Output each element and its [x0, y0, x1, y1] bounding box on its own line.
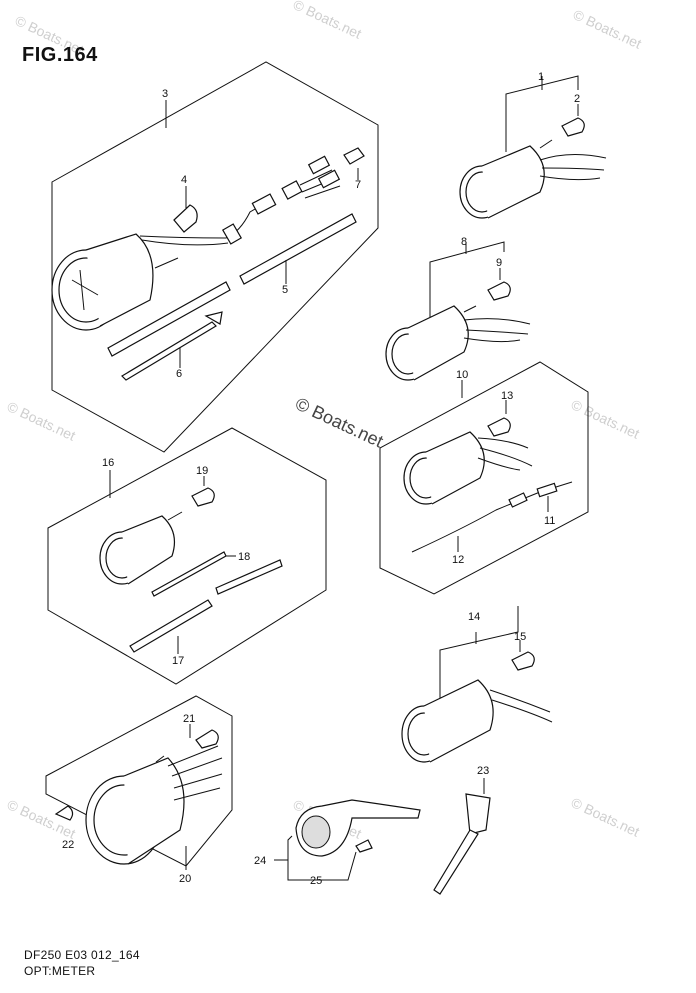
cable-tie-18 — [151, 551, 227, 597]
callout-5: 5 — [282, 284, 288, 296]
kit-10-meter: 10 13 11 12 — [379, 361, 589, 595]
tube-17b — [129, 599, 213, 653]
callout-22: 22 — [62, 839, 74, 851]
figure-title: FIG.164 — [22, 44, 98, 66]
bulb-13 — [487, 417, 511, 437]
clamp-arm — [433, 829, 479, 895]
callout-17: 17 — [172, 655, 184, 667]
bulb-9 — [487, 281, 511, 301]
callout-11: 11 — [544, 515, 555, 527]
callout-18: 18 — [238, 551, 250, 563]
bulb-21 — [195, 729, 219, 749]
callout-1: 1 — [538, 71, 544, 83]
callout-8: 8 — [461, 236, 467, 248]
kit-20-outline — [45, 695, 233, 867]
callout-6: 6 — [176, 368, 182, 380]
clamp-23: 23 — [433, 765, 491, 895]
gauge-housing-3 — [85, 233, 154, 327]
tube-17a — [215, 559, 283, 595]
callout-15: 15 — [514, 631, 526, 643]
kit-16-outline — [47, 427, 327, 685]
watermark-center: © Boats.net — [292, 393, 386, 451]
kit-20-meter: 21 22 20 — [45, 695, 233, 885]
callout-13: 13 — [501, 390, 513, 402]
kit-3-outline — [51, 61, 379, 453]
callout-2: 2 — [574, 93, 580, 105]
tube-5 — [239, 213, 357, 285]
callout-14: 14 — [468, 611, 480, 623]
callout-3: 3 — [162, 88, 168, 100]
callout-10: 10 — [456, 369, 468, 381]
kit-3-speedometer: 3 4 7 5 6 — [51, 61, 379, 453]
bracket-24: 24 25 — [254, 799, 421, 887]
screw-25 — [355, 839, 373, 853]
callout-19: 19 — [196, 465, 208, 477]
callout-23: 23 — [477, 765, 489, 777]
section-name: OPT:METER — [24, 964, 96, 978]
bulb-socket-7 — [343, 147, 365, 165]
watermark-top-center: © Boats.net — [291, 0, 364, 42]
kit-8-meter: 8 9 — [385, 236, 531, 381]
bulb-19 — [191, 487, 215, 507]
watermark-mid-left: © Boats.net — [5, 398, 78, 444]
callout-4: 4 — [181, 174, 187, 186]
model-code: DF250 E03 012_164 — [24, 948, 140, 962]
bulb-socket-4 — [173, 204, 198, 233]
callout-25: 25 — [310, 875, 322, 887]
kit-16-meter: 16 19 18 17 — [47, 427, 327, 685]
kit-14-meter: 14 15 — [401, 606, 553, 763]
watermark-mid-right: © Boats.net — [569, 396, 642, 442]
callout-24: 24 — [254, 855, 266, 867]
tube-5b — [107, 281, 231, 357]
kit-1-meter: 1 2 — [459, 71, 607, 219]
bulb-15 — [511, 651, 535, 671]
clamp-head — [465, 793, 491, 835]
cable-tie-6 — [121, 321, 217, 381]
callout-16: 16 — [102, 457, 114, 469]
watermarks: © Boats.net © Boats.net © Boats.net © Bo… — [5, 0, 644, 842]
callout-7: 7 — [355, 179, 361, 191]
watermark-top-right: © Boats.net — [571, 6, 644, 52]
callout-9: 9 — [496, 257, 502, 269]
bulb-2 — [561, 117, 585, 137]
kit-10-outline — [379, 361, 589, 595]
callout-20: 20 — [179, 873, 191, 885]
callout-21: 21 — [183, 713, 195, 725]
watermark-bottom-right: © Boats.net — [569, 794, 642, 840]
callout-12: 12 — [452, 554, 464, 566]
part-22 — [54, 805, 74, 821]
